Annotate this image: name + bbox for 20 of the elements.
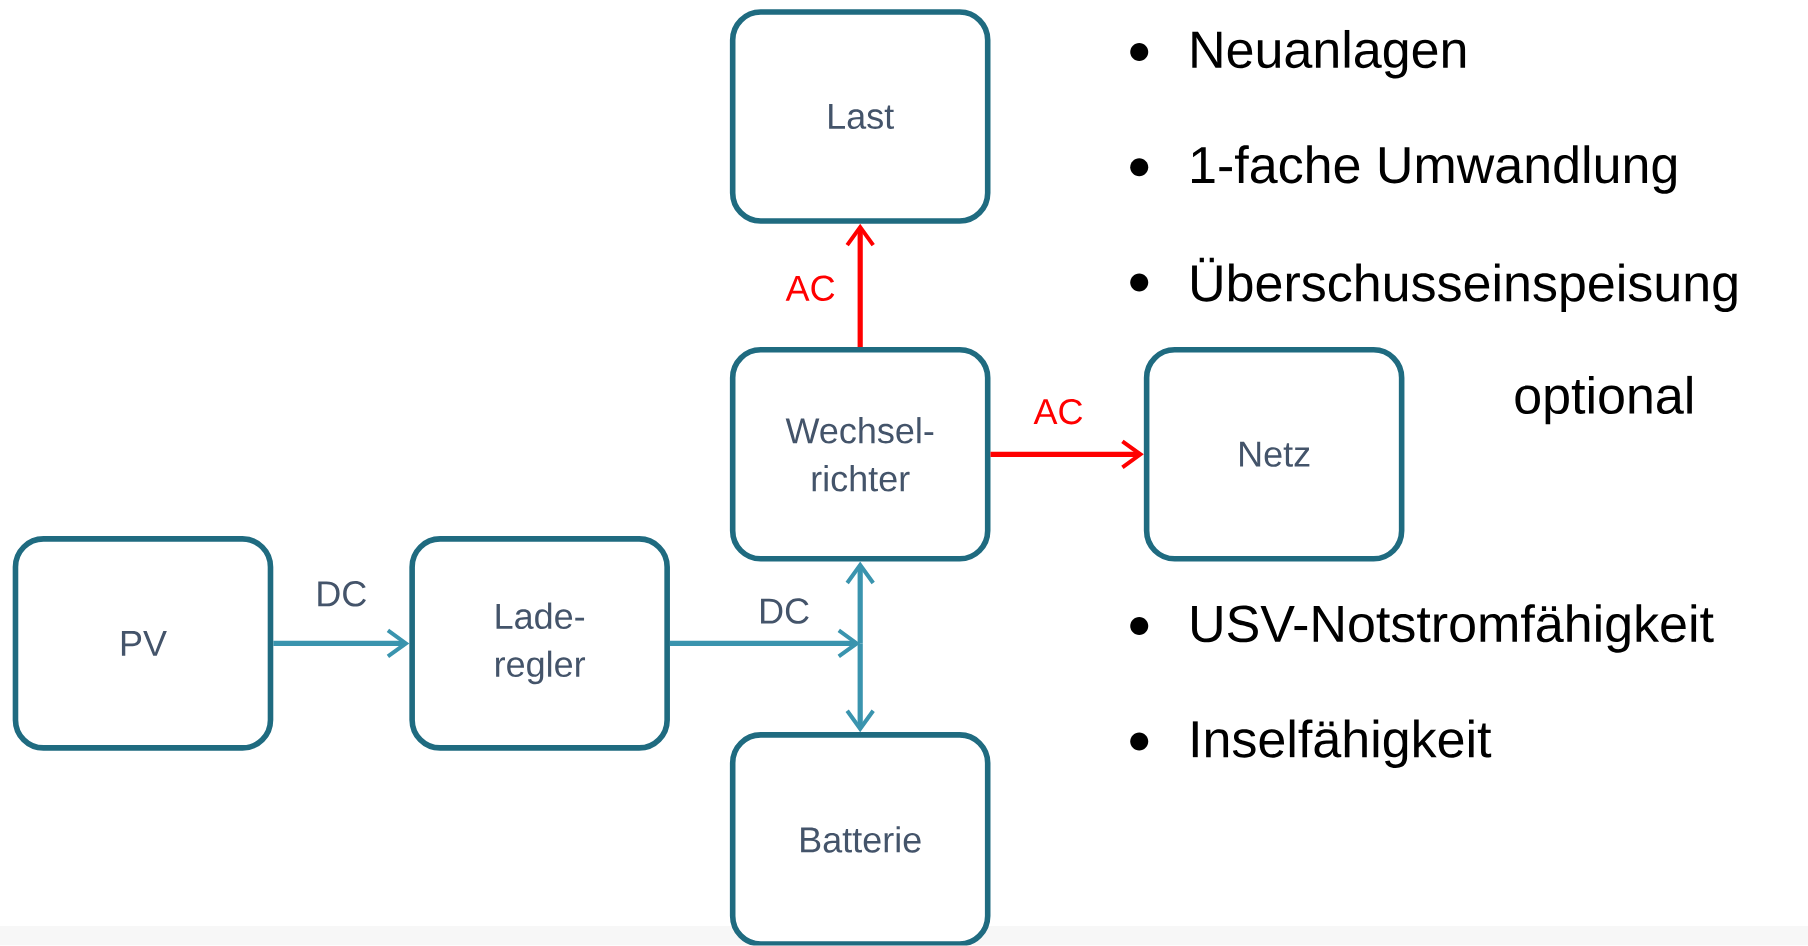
edge-label: AC — [785, 275, 835, 302]
process-box: PV — [12, 536, 274, 751]
list-item: 1-fache Umwandlung — [1192, 145, 1676, 194]
arrow — [845, 224, 875, 348]
edge-label: DC — [318, 581, 366, 607]
arrow — [273, 629, 410, 659]
process-box: Last — [729, 9, 991, 224]
arrow — [990, 439, 1144, 470]
process-box: Lade- regler — [409, 536, 670, 751]
list-item: Inselfähigkeit — [1192, 719, 1492, 769]
list-item: Neuanlagen — [1192, 30, 1466, 79]
process-box: Batterie — [729, 732, 991, 946]
arrow — [845, 561, 875, 644]
arrow — [845, 643, 875, 733]
arrow — [669, 629, 861, 659]
process-box: Wechsel- richter — [729, 347, 991, 562]
list-item: optional — [1515, 376, 1692, 425]
process-box: Netz — [1143, 347, 1405, 562]
edge-label: AC — [1033, 399, 1083, 425]
edge-label: DC — [761, 598, 809, 625]
